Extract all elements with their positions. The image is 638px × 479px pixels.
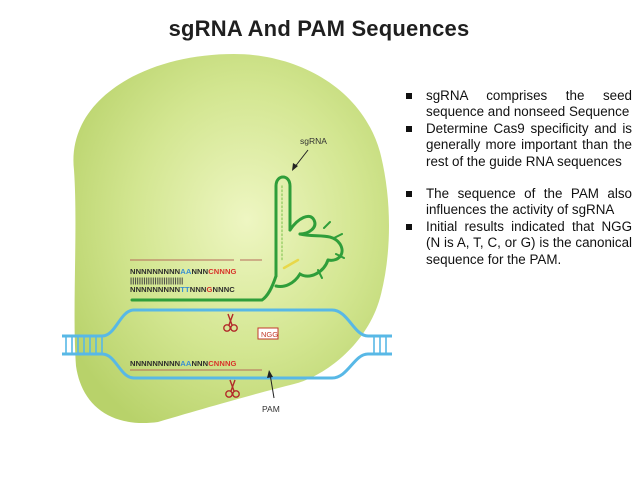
target-strand-top: NNNNNNNNNAANNNCNNNG xyxy=(130,267,237,276)
dna-rungs xyxy=(65,336,387,354)
arrow-icon xyxy=(267,370,275,399)
lower-strand-sequence: NNNNNNNNNAANNNCNNNG xyxy=(130,359,237,368)
bullet-item: Determine Cas9 specificity and is genera… xyxy=(404,121,632,170)
ngg-label: NGG xyxy=(261,330,278,339)
base-pair-ticks: |||||||||||||||||||||||| xyxy=(130,276,183,285)
scissors-icon xyxy=(223,313,238,332)
ngg-box xyxy=(257,327,279,340)
crispr-diagram: sgRNA NNNNNNNNNAANNNCNNNG ||||||||||||||… xyxy=(62,54,392,424)
bullet-item: sgRNA comprises the seed sequence and no… xyxy=(404,88,632,121)
sgrna-label: sgRNA xyxy=(300,136,327,146)
slide-title: sgRNA And PAM Sequences xyxy=(168,16,470,41)
target-strand-bottom: NNNNNNNNNTTNNNGNNNC xyxy=(130,285,235,294)
dna-double-helix xyxy=(62,308,392,380)
bullet-item: The sequence of the PAM also influences … xyxy=(404,186,632,219)
bullet-item: Initial results indicated that NGG (N is… xyxy=(404,219,632,268)
cas9-protein-shape xyxy=(73,54,390,424)
bullet-list: sgRNA comprises the seed sequence and no… xyxy=(404,88,632,268)
pam-label: PAM xyxy=(262,404,280,414)
scissors-icon xyxy=(225,379,240,398)
arrow-icon xyxy=(292,149,309,171)
sgrna-structure xyxy=(130,175,345,302)
